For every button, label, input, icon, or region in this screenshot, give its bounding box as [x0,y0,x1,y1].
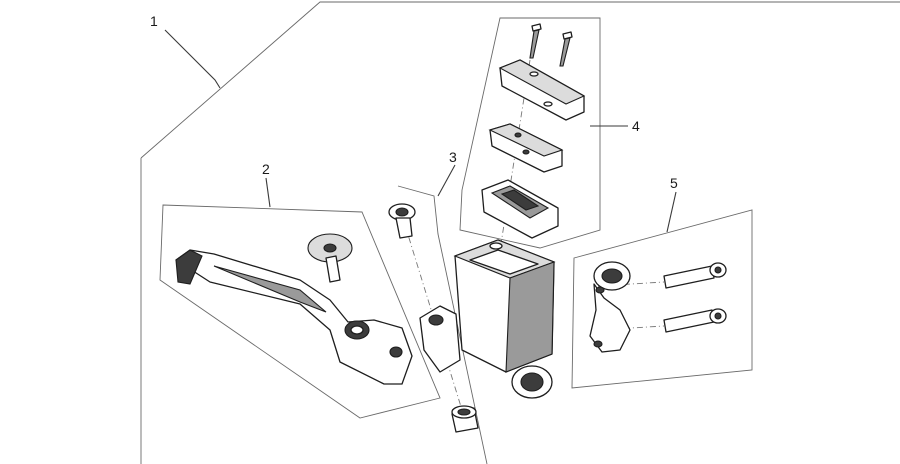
handlebar-clamp [589,261,631,353]
callout-4: 4 [632,118,640,134]
seal-bushing-bottom [451,405,479,433]
adjuster-knob [307,233,353,283]
callout-2: 2 [262,161,270,177]
clamp-bolt-bottom [663,308,727,333]
clamp-bolt-top [663,262,727,289]
callout-1: 1 [150,13,158,29]
lever-group-frame [159,204,441,419]
master-cylinder-body [419,239,556,399]
cover-group-frame [459,17,601,249]
brake-lever [175,249,413,385]
leader-2 [265,177,271,208]
leader-5 [666,191,677,233]
cover-screw-right [559,31,573,67]
axis-bolt-bottom [597,325,665,331]
callout-5: 5 [670,175,678,191]
cap-gasket [488,123,564,173]
leader-1 [164,29,221,89]
reservoir-cap [498,59,586,121]
seal-boot-top [388,203,416,239]
reservoir-diaphragm [481,179,559,239]
leader-3 [437,164,456,197]
assembly-frame [140,1,900,159]
axis-bolt-top [597,281,665,287]
callout-3: 3 [449,149,457,165]
clamp-group-frame [571,209,753,389]
cover-screw-left [529,23,542,59]
